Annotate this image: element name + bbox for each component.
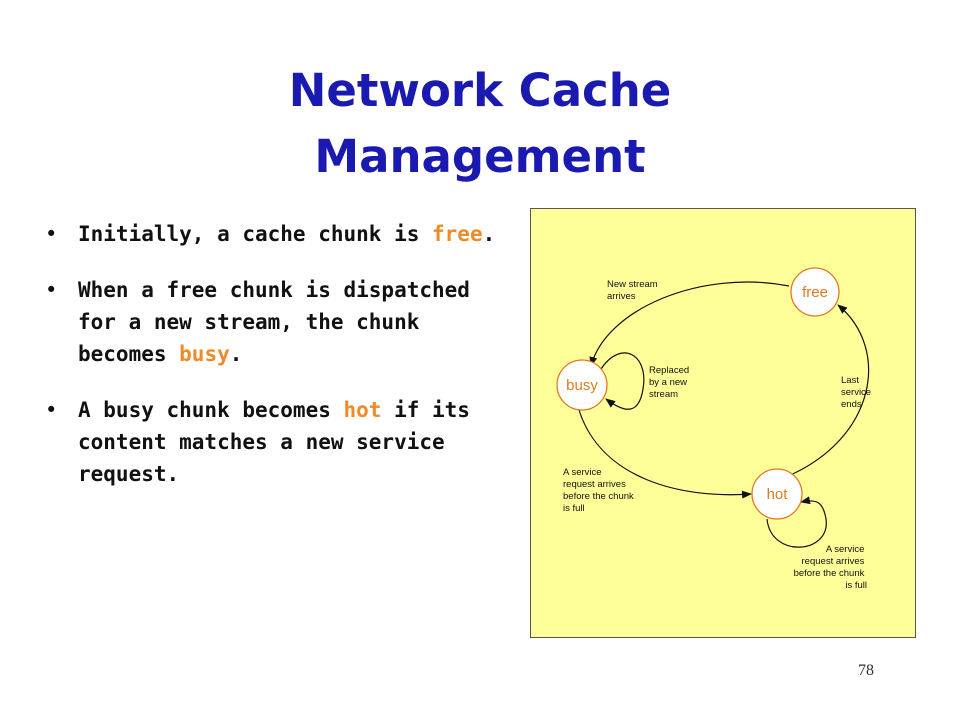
page-number: 78 [858, 662, 874, 679]
state-busy-label: busy [566, 377, 598, 394]
state-diagram: free busy hot New stream arrives Replace… [530, 208, 916, 638]
bullet-dot-icon: • [45, 222, 58, 246]
edge-label-free-to-busy: New stream arrives [607, 279, 660, 302]
edge-label-hot-self: A service request arrives before the chu… [794, 544, 867, 591]
bullet-item-hot: • A busy chunk becomes hot if its conten… [45, 394, 515, 490]
highlight-free: free [432, 222, 483, 246]
title-line-1: Network Cache [288, 64, 672, 117]
state-free: free [790, 267, 840, 317]
edge-free-to-busy [589, 281, 790, 367]
edge-label-busy-self: Replaced by a new stream [649, 365, 692, 400]
bullet-dot-icon: • [45, 278, 58, 302]
bullet-item-free: • Initially, a cache chunk is free. [45, 218, 515, 250]
edge-hot-self-loop [766, 496, 827, 548]
highlight-busy: busy [179, 342, 230, 366]
state-busy: busy [556, 359, 608, 411]
edge-label-hot-to-free: Last service ends [841, 375, 874, 410]
slide-title: Network Cache Management [0, 58, 960, 190]
bullet-list: • Initially, a cache chunk is free. • Wh… [45, 218, 515, 514]
edge-busy-to-hot [578, 409, 752, 499]
state-free-label: free [802, 284, 828, 301]
title-line-2: Management [314, 130, 646, 183]
state-hot-label: hot [767, 486, 789, 503]
edge-label-busy-to-hot: A service request arrives before the chu… [563, 467, 636, 514]
edge-hot-to-free [785, 304, 869, 478]
bullet-dot-icon: • [45, 398, 58, 422]
edge-busy-self-loop [600, 352, 645, 410]
state-diagram-svg: free busy hot New stream arrives Replace… [556, 267, 874, 591]
highlight-hot: hot [343, 398, 382, 422]
state-hot: hot [751, 468, 803, 520]
bullet-item-busy: • When a free chunk is dispatched for a … [45, 274, 515, 370]
